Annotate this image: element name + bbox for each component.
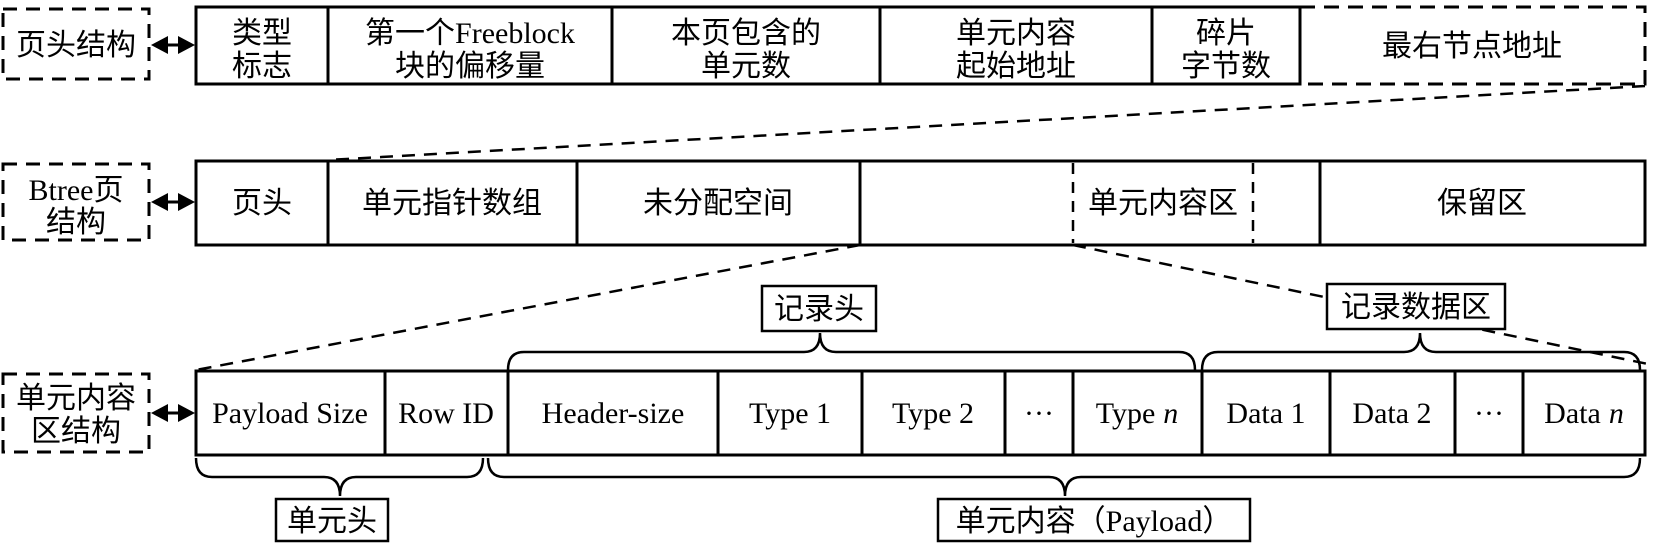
record-header-label: 记录头 [774,293,864,326]
cell-content-row: 单元内容 区结构 Payload Size Row ID Header-size… [1,369,1647,457]
cell-types-ellipsis: ··· [1024,397,1054,430]
double-arrow-icon [151,193,195,211]
svg-text:标志: 标志 [232,50,292,83]
cell-content-structure-label-line2: 区结构 [31,415,121,448]
svg-text:碎片: 碎片 [1196,17,1256,50]
cell-payload-size: Payload Size [212,397,368,430]
cell-pointer-array: 单元指针数组 [362,187,542,220]
cell-unallocated-space: 未分配空间 [643,187,793,220]
record-data-area-brace [1200,332,1642,371]
cell-fragment-bytes: 碎片 字节数 [1181,17,1271,83]
cell-data-2: Data 2 [1352,397,1431,430]
cell-header-brace [194,457,485,497]
svg-text:块的偏移量: 块的偏移量 [395,50,545,83]
btree-page-cells-outline [194,159,1647,247]
cell-content-cells-outline [194,369,1647,457]
page-header-row: 页头结构 类型 标志 第一个Freeblock 块的偏移量 本页包含的 单元数 … [1,5,1647,86]
expansion-connector-row1-row2 [327,84,1646,162]
cell-page-header: 页头 [232,187,292,220]
page-header-cells-outline [194,5,1302,86]
cell-payload-label: 单元内容（Payload） [956,505,1233,538]
cell-payload-callout: 单元内容（Payload） [936,497,1252,543]
svg-text:第一个Freeblock: 第一个Freeblock [365,17,575,50]
double-arrow-icon [151,36,195,54]
cell-content-structure-label-box [1,372,151,454]
cell-reserved-area: 保留区 [1437,187,1527,220]
cell-content-structure-label-line1: 单元内容 [16,382,136,415]
btree-page-structure-label-line2: 结构 [46,206,106,239]
cell-data-ellipsis: ··· [1474,397,1504,430]
btree-page-row: Btree页 结构 页头 单元指针数组 未分配空间 单元内容区 保留区 [1,159,1647,247]
cell-row-id: Row ID [398,397,494,430]
page-header-structure-label: 页头结构 [16,29,136,62]
cell-type-flag: 类型 标志 [232,17,292,83]
btree-page-structure-label-box [1,162,151,242]
cell-first-freeblock-offset: 第一个Freeblock 块的偏移量 [365,17,575,83]
cell-header-label: 单元头 [287,505,377,538]
page-header-structure-label-box [1,7,151,81]
expansion-connector-left [195,243,861,372]
cell-page-cell-count: 本页包含的 单元数 [671,17,821,83]
cell-payload-brace [486,457,1642,497]
cell-type-1: Type 1 [749,397,831,430]
cell-content-start-addr: 单元内容 起始地址 [956,17,1076,83]
cell-header-size: Header-size [542,397,685,430]
record-header-callout: 记录头 [760,284,878,333]
svg-text:单元内容: 单元内容 [956,17,1076,50]
record-data-area-callout: 记录数据区 [1325,282,1507,331]
svg-text:本页包含的: 本页包含的 [671,17,821,50]
double-arrow-icon [151,404,195,422]
cell-data-1: Data 1 [1226,397,1305,430]
record-header-brace [506,332,1197,371]
record-data-area-label: 记录数据区 [1341,291,1491,324]
btree-page-structure-label-line1: Btree页 [29,174,124,207]
svg-text:单元数: 单元数 [701,50,791,83]
svg-text:起始地址: 起始地址 [956,50,1076,83]
cell-content-area: 单元内容区 [1088,187,1238,220]
svg-text:类型: 类型 [232,17,292,50]
cell-rightmost-node-addr-label: 最右节点地址 [1382,30,1562,63]
cell-type-2: Type 2 [892,397,974,430]
cell-header-callout: 单元头 [274,497,390,543]
svg-text:字节数: 字节数 [1181,50,1271,83]
